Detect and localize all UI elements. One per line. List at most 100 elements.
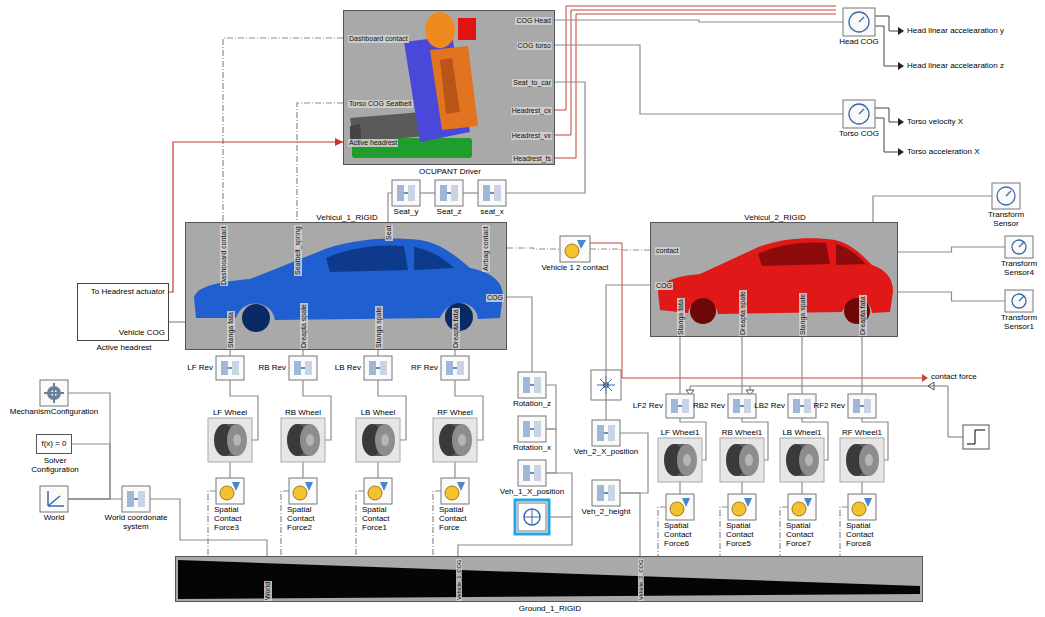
- port-label: Headrest_fs: [512, 155, 552, 163]
- block-name: World: [44, 513, 65, 522]
- rigid-transform: World coordonate system: [122, 486, 150, 512]
- subsystem-block: OCUPANT DriverDashboard contactTorso COG…: [343, 10, 555, 165]
- block-name: Rotation_z: [513, 399, 551, 408]
- block-icon: [518, 460, 546, 486]
- block-name: World coordonate system: [96, 513, 176, 531]
- revolute-joint: LB Rev: [364, 356, 392, 380]
- block-name: Active headrest: [96, 343, 151, 352]
- wheel-body: LF Wheel1: [658, 438, 702, 482]
- physical-connection: [861, 482, 862, 494]
- block-name: LB Wheel1: [782, 428, 821, 437]
- block-name: Seat_y: [394, 207, 419, 216]
- contact-block: Vehicle 1 2 contact: [560, 236, 590, 262]
- physical-connection: [801, 337, 802, 394]
- port-label: Stanga fata: [227, 311, 235, 349]
- block-icon: [840, 438, 884, 482]
- contact-force: Spatial Contact Force3: [216, 478, 244, 504]
- transform-sensor: Torso COG: [843, 100, 875, 128]
- port-label: Vehicle COG: [119, 328, 165, 337]
- physical-connection: [507, 297, 532, 372]
- block-name: seat_x: [480, 207, 504, 216]
- prismatic-joint: seat_x: [478, 180, 506, 206]
- signal-label: Torso velocity X: [907, 117, 963, 126]
- port-label: Seatbelt_spring: [294, 225, 302, 276]
- wheel-body: RB Wheel: [281, 418, 325, 462]
- prismatic-joint: Seat_z: [435, 180, 463, 206]
- block-icon: [122, 486, 150, 512]
- prismatic-joint: Veh_2_height: [592, 480, 620, 506]
- contact-force: Spatial Contact Force: [441, 478, 469, 504]
- block-name: Transform Sensor4: [996, 259, 1042, 277]
- block-name: Spatial Contact Force6: [664, 521, 708, 549]
- physical-connection: [620, 433, 648, 493]
- wheel-body: RB Wheel1: [720, 438, 764, 482]
- physical-connection: [590, 249, 650, 250]
- transform-sensor: Transform Sensor1: [1005, 290, 1033, 312]
- block-name: Solver Configuration: [25, 456, 85, 474]
- block-icon: [40, 486, 68, 512]
- block-name: Veh_2_height: [582, 507, 631, 516]
- physical-connection: [606, 285, 650, 420]
- physical-connection: [861, 337, 862, 394]
- block-name: RB Rev: [258, 363, 286, 372]
- physical-connection: [229, 462, 230, 478]
- occupant-figure: [350, 12, 478, 158]
- physical-connection: [458, 473, 572, 556]
- block-name: Ground_1_RIGID: [519, 604, 581, 613]
- port-label: Stanga spate: [375, 306, 383, 349]
- port-label: Dashboard contact: [348, 35, 409, 43]
- block-name: LB2 Rev: [754, 401, 785, 410]
- block-name: Spatial Contact Force3: [214, 505, 258, 533]
- block-icon: [281, 418, 325, 462]
- subsystem-block: Vehicul_1_RIGIDDashboard contactSeatbelt…: [185, 222, 507, 350]
- world-frame: World: [40, 486, 68, 512]
- physical-connection: [507, 248, 560, 249]
- port-label: Dreapta spate: [300, 303, 308, 349]
- physical-connection: [555, 20, 843, 22]
- block-name: OCUPANT Driver: [419, 167, 481, 176]
- wheel-body: LB Wheel1: [780, 438, 824, 482]
- block-name: RF Wheel: [437, 408, 473, 417]
- revolute-joint: RF Rev: [441, 356, 469, 380]
- physical-connection: [223, 38, 343, 222]
- bushing-joint: [515, 500, 572, 534]
- mechanism-config: MechanismConfiguration: [40, 380, 68, 406]
- port-label: Active headrest: [348, 139, 398, 147]
- block-icon: [1005, 236, 1033, 258]
- block-icon: [364, 478, 392, 504]
- block-icon: [560, 236, 590, 262]
- block-icon: [289, 356, 317, 380]
- block-name: Veh_2_X_position: [574, 447, 639, 456]
- physical-connection: [862, 418, 888, 460]
- block-icon: [289, 478, 317, 504]
- block-name: Veh_1_X_position: [500, 487, 565, 496]
- physical-connection: [169, 321, 185, 322]
- physical-connection: [68, 498, 122, 499]
- output-arrows: [898, 27, 904, 156]
- physical-connection: [680, 418, 706, 460]
- revolute-joint: LF Rev: [216, 356, 244, 380]
- prismatic-joint: Seat_y: [392, 180, 420, 206]
- physical-connection: [377, 350, 378, 356]
- revolute-joint: Rotation_x: [518, 416, 546, 442]
- physical-connection: [741, 337, 742, 394]
- block-icon: [728, 394, 756, 418]
- port-label: COG: [486, 294, 504, 302]
- contact-force: Spatial Contact Force7: [788, 494, 816, 520]
- port-label: Vehicle_1_COG: [456, 559, 462, 601]
- physical-connection: [802, 418, 828, 460]
- block-icon: [216, 356, 244, 380]
- port-label: Stanga spate: [799, 293, 807, 336]
- block-icon: [518, 372, 546, 398]
- subsystem-block: Active headrestTo Headrest actuatorVehic…: [77, 283, 169, 341]
- physical-connection: [420, 192, 435, 193]
- block-name: RF Rev: [411, 363, 438, 372]
- port-label: Airbag contact: [482, 225, 490, 272]
- physical-connection: [506, 82, 585, 193]
- block-name: RF2 Rev: [813, 401, 845, 410]
- wheel-body: LF Wheel: [208, 418, 252, 462]
- block-icon: [843, 100, 875, 128]
- block-icon: [658, 438, 702, 482]
- block-icon: [843, 8, 875, 36]
- port-label: Headrest_vx: [511, 132, 552, 140]
